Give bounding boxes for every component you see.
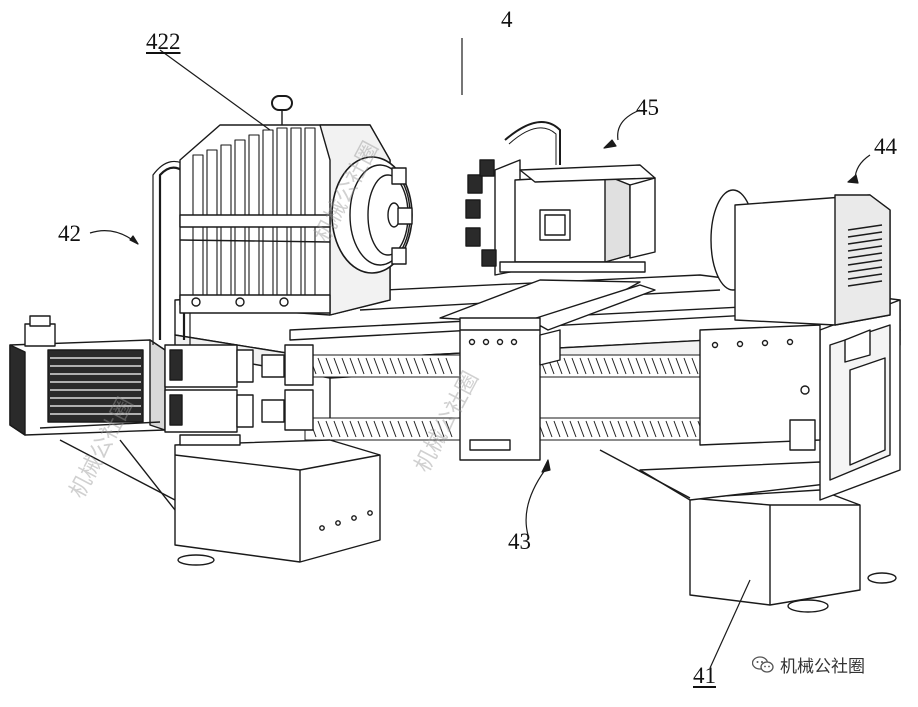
label-drive: 42 bbox=[58, 221, 81, 246]
cross-slide bbox=[439, 279, 656, 461]
chuck bbox=[331, 156, 413, 274]
label-slide: 43 bbox=[508, 529, 531, 554]
servo-motor bbox=[9, 315, 166, 436]
label-assembly: 4 bbox=[501, 7, 513, 32]
leader-lines bbox=[89, 38, 871, 669]
coupling-blocks bbox=[164, 344, 314, 446]
label-spindle-box: 422 bbox=[146, 29, 181, 54]
right-pedestal bbox=[599, 449, 897, 613]
watermark-brand-text: 机械公社圈 bbox=[780, 657, 865, 677]
left-pedestal bbox=[59, 439, 381, 566]
label-base: 41 bbox=[693, 663, 716, 688]
label-tailstock: 44 bbox=[874, 134, 897, 159]
watermark-brand: 机械公社圈 bbox=[751, 652, 865, 677]
wechat-icon bbox=[751, 655, 774, 674]
tailstock bbox=[699, 189, 891, 451]
spindle-box bbox=[179, 95, 391, 316]
turret bbox=[465, 121, 656, 276]
right-end-frame bbox=[819, 299, 901, 501]
label-turret: 45 bbox=[636, 95, 659, 120]
